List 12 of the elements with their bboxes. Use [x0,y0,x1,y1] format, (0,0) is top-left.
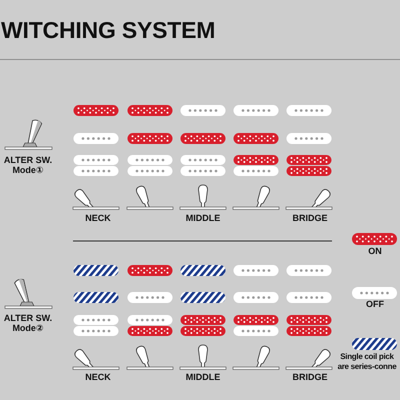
position-label: NECK [84,372,112,382]
position-label: BRIDGE [291,213,328,223]
position-label: MIDDLE [184,213,222,223]
position-label: NECK [84,213,112,223]
legend-label: ON [367,246,383,256]
switch-mode-label: ALTER SW. Mode② [2,313,54,333]
position-label: MIDDLE [184,372,222,382]
position-label: BRIDGE [291,372,328,382]
legend-label: Single coil pick are series-conne [336,352,398,372]
title: WITCHING SYSTEM [1,17,216,44]
legend-label: OFF [365,299,385,309]
switch-mode-label: ALTER SW. Mode① [2,155,54,175]
